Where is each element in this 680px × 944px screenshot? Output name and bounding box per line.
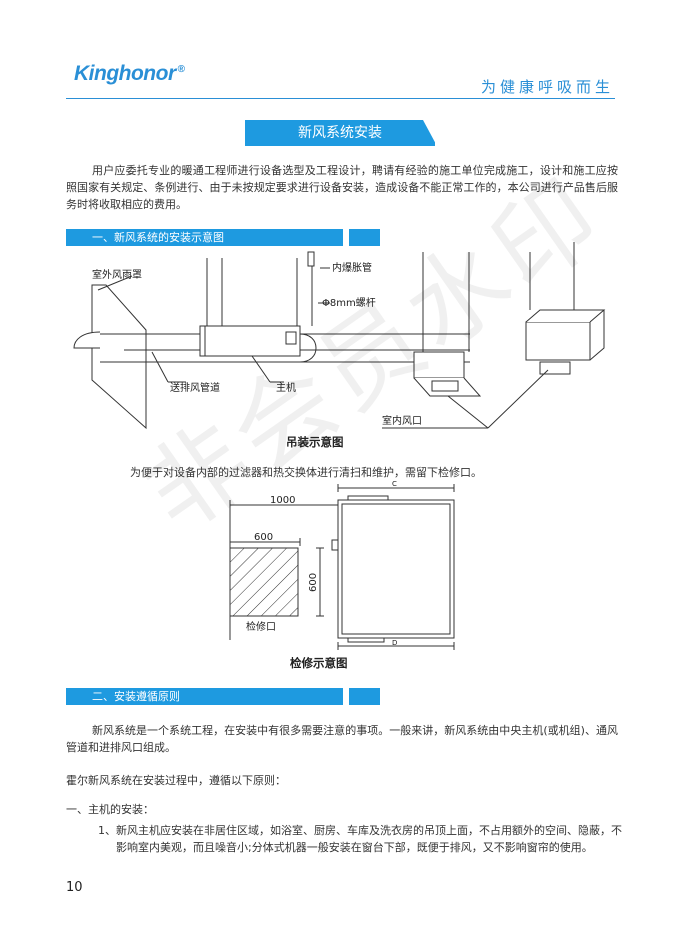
dim-d: D xyxy=(392,639,397,647)
maintenance-diagram-caption: 检修示意图 xyxy=(290,656,348,670)
rain-hood xyxy=(73,331,101,349)
page-title: 新风系统安装 xyxy=(245,120,435,146)
intro-paragraph: 用户应委托专业的暖通工程师进行设备选型及工程设计，聘请有经验的施工单位完成施工，… xyxy=(66,164,618,211)
label-expansion-bolt: 内爆胀管 xyxy=(332,261,372,274)
label-duct: 送排风管道 xyxy=(170,381,220,394)
body-paragraph-4: 1、新风主机应安装在非居住区域，如浴室、厨房、车库及洗衣房的吊顶上面，不占用额外… xyxy=(98,824,622,854)
main-unit xyxy=(199,325,301,357)
unit-outline xyxy=(337,499,455,639)
registered-mark: ® xyxy=(177,64,185,75)
label-outdoor-hood: 室外风雨罩 xyxy=(92,268,142,281)
dim-1000: 1000 xyxy=(270,495,295,506)
dim-c: C xyxy=(392,480,397,488)
section-1-heading-tab xyxy=(349,229,380,246)
body-paragraph-3: 一、主机的安装： xyxy=(66,803,154,816)
opening-hatch xyxy=(229,547,299,617)
body-paragraph-1: 新风系统是一个系统工程，在安装中有很多需要注意的事项。一般来讲，新风系统由中央主… xyxy=(66,724,618,754)
title-notch xyxy=(423,120,437,146)
label-main-unit: 主机 xyxy=(276,381,296,394)
expansion-bolt xyxy=(307,251,315,267)
page-number: 10 xyxy=(66,880,83,895)
label-indoor-vent: 室内风口 xyxy=(382,414,422,427)
body-paragraph-2: 霍尔新风系统在安装过程中，遵循以下原则： xyxy=(66,774,286,787)
opening-label: 检修口 xyxy=(246,620,276,633)
dim-600-width: 600 xyxy=(254,532,273,543)
slogan: 为健康呼吸而生 xyxy=(480,78,614,96)
header-divider xyxy=(66,98,615,99)
maintenance-note: 为便于对设备内部的过滤器和热交换体进行清扫和维护，需留下检修口。 xyxy=(130,466,482,479)
brand-logo: Kinghonor® xyxy=(74,62,185,85)
indoor-vent-box-2 xyxy=(525,321,591,361)
section-2-heading: 二、安装遵循原则 xyxy=(66,688,343,705)
hanging-diagram-caption: 吊装示意图 xyxy=(286,435,344,449)
label-screw-rod: Φ8mm螺杆 xyxy=(322,297,376,309)
section-2-heading-tab xyxy=(349,688,380,705)
section-1-heading: 一、新风系统的安装示意图 xyxy=(66,229,343,246)
dim-600-height: 600 xyxy=(308,573,319,592)
